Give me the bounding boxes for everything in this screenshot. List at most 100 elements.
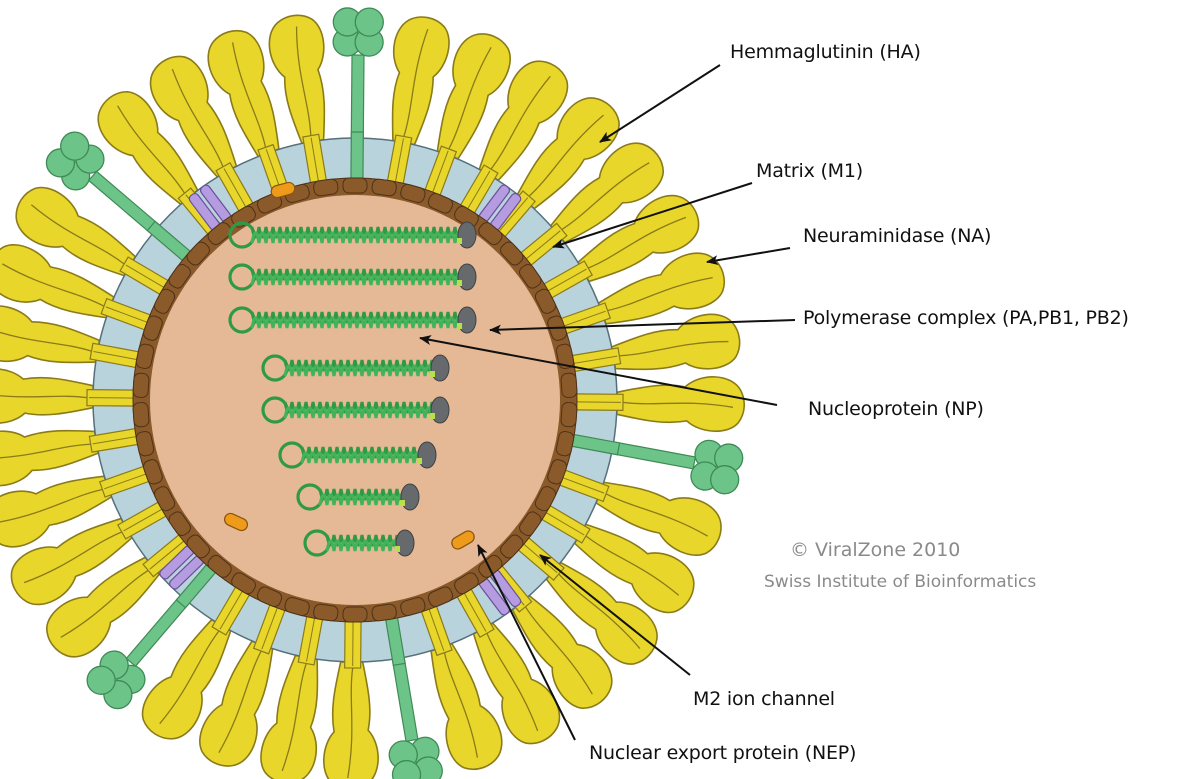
leader-nep <box>477 544 576 741</box>
m1-bead <box>207 554 232 578</box>
matrix-m1-protein <box>555 430 575 457</box>
hemagglutinin-stalk-group <box>454 584 495 639</box>
label-matrix-m1: Matrix (M1) <box>756 160 863 182</box>
m1-bead <box>555 343 575 370</box>
m1-bead <box>186 241 210 266</box>
m1-bead <box>342 177 368 194</box>
matrix-m1-protein <box>342 177 368 194</box>
matrix-m1-protein <box>142 459 163 485</box>
hemagglutinin-stalk-seam <box>394 138 404 184</box>
m1-bead <box>168 264 191 289</box>
matrix-m1-protein <box>500 241 524 266</box>
rnp-strand <box>250 311 464 324</box>
matrix-m1-protein <box>342 606 368 623</box>
rnp-strand <box>318 488 406 501</box>
hemagglutinin-stalk-seam <box>123 507 164 532</box>
polymerase-accent <box>457 238 462 244</box>
hemagglutinin-spike <box>511 595 613 710</box>
hemagglutinin-spike <box>0 368 94 424</box>
hemagglutinin-spike <box>436 33 511 160</box>
matrix-m1-protein <box>256 586 283 608</box>
matrix-m1-protein <box>371 603 397 622</box>
matrix-m1-protein <box>560 372 578 398</box>
polymerase-accent <box>417 458 422 464</box>
rnp-segment <box>278 441 437 469</box>
hemagglutinin-spike <box>616 376 746 432</box>
m1-bead <box>153 486 176 512</box>
hemagglutinin-stalk-seam <box>261 605 279 650</box>
label-m2-ion-channel: M2 ion channel <box>693 688 835 710</box>
matrix-m1-protein <box>186 241 210 266</box>
matrix-m1-protein <box>454 572 479 595</box>
polymerase-accent <box>430 371 435 377</box>
hemagglutinin-stalk-group <box>386 134 413 188</box>
hemagglutinin-stalk-group <box>86 389 138 407</box>
m1-bead <box>313 178 339 197</box>
hemagglutinin-stalk-seam <box>560 476 605 494</box>
polymerase-accent <box>430 413 435 419</box>
hemagglutinin-spike <box>45 556 160 658</box>
matrix-m1-protein <box>168 511 191 536</box>
hemagglutinin-seam <box>486 633 539 732</box>
hemagglutinin-spike <box>149 55 238 178</box>
hemagglutinin-head <box>577 194 700 283</box>
hemagglutinin-seam <box>605 493 708 537</box>
m1-bead <box>519 264 542 289</box>
matrix-m1-protein <box>153 486 176 512</box>
m1-bead <box>153 288 176 314</box>
hemagglutinin-seam <box>30 204 125 265</box>
matrix-m1-protein <box>186 534 210 559</box>
neuraminidase-stem <box>350 54 365 141</box>
hemagglutinin-head <box>141 618 232 740</box>
hemagglutinin-stalk-seam <box>223 168 248 209</box>
polymerase-accent <box>457 280 462 286</box>
hemagglutinin-seam <box>622 401 734 408</box>
rnp-segments <box>228 221 477 557</box>
matrix-m1-protein <box>256 192 283 214</box>
hemagglutinin-seam <box>281 663 307 772</box>
leader-polymerase <box>489 319 796 335</box>
hemagglutinin-spike <box>207 29 280 158</box>
hemagglutinin-spike <box>268 14 326 145</box>
matrix-m1-protein <box>371 178 397 197</box>
m1-bead <box>186 534 210 559</box>
m1-bead <box>400 183 426 204</box>
matrix-m1-protein <box>153 288 176 314</box>
credit-viralzone: © ViralZone 2010 <box>790 539 961 561</box>
rnp-segment <box>303 529 415 557</box>
nuclear-export-protein <box>451 530 475 550</box>
hemagglutinin-stalk-seam <box>310 137 320 184</box>
rnp-strand <box>250 226 464 239</box>
m1-bead <box>207 222 232 246</box>
hemagglutinin-stalk-seam <box>104 472 148 490</box>
hemagglutinin-spike <box>472 622 561 745</box>
hemagglutinin-seam <box>443 652 479 758</box>
m1-bead <box>500 534 524 559</box>
matrix-m1-protein <box>427 192 454 214</box>
m1-bead <box>256 192 283 214</box>
hemagglutinin-seam <box>159 630 220 725</box>
nuclear-export-protein <box>270 181 296 199</box>
hemagglutinin-head <box>610 313 741 371</box>
hemagglutinin-head <box>10 517 133 606</box>
nuclear-export-protein <box>223 512 249 532</box>
hemagglutinin-spike <box>10 517 133 606</box>
hemagglutinin-stalk-seam <box>571 355 618 365</box>
hemagglutinin-head <box>149 55 238 178</box>
m1-bead <box>400 596 426 617</box>
matrix-m1-protein <box>207 222 232 246</box>
hemagglutinin-head <box>478 60 569 182</box>
hemagglutinin-spike <box>391 16 450 146</box>
neuraminidase-spike <box>86 592 192 710</box>
polymerase-complex <box>417 441 437 469</box>
matrix-m1-protein <box>427 586 454 608</box>
leader-matrix-m1 <box>552 182 753 249</box>
label-polymerase-complex: Polymerase complex (PA,PB1, PB2) <box>803 307 1129 329</box>
hemagglutinin-head <box>207 29 280 158</box>
hemagglutinin-seam <box>558 573 641 649</box>
matrix-m1-protein <box>555 343 575 370</box>
neuraminidase-head-lobe <box>60 131 90 161</box>
hemagglutinin-spike <box>545 561 658 665</box>
hemagglutinin-head <box>268 14 326 145</box>
